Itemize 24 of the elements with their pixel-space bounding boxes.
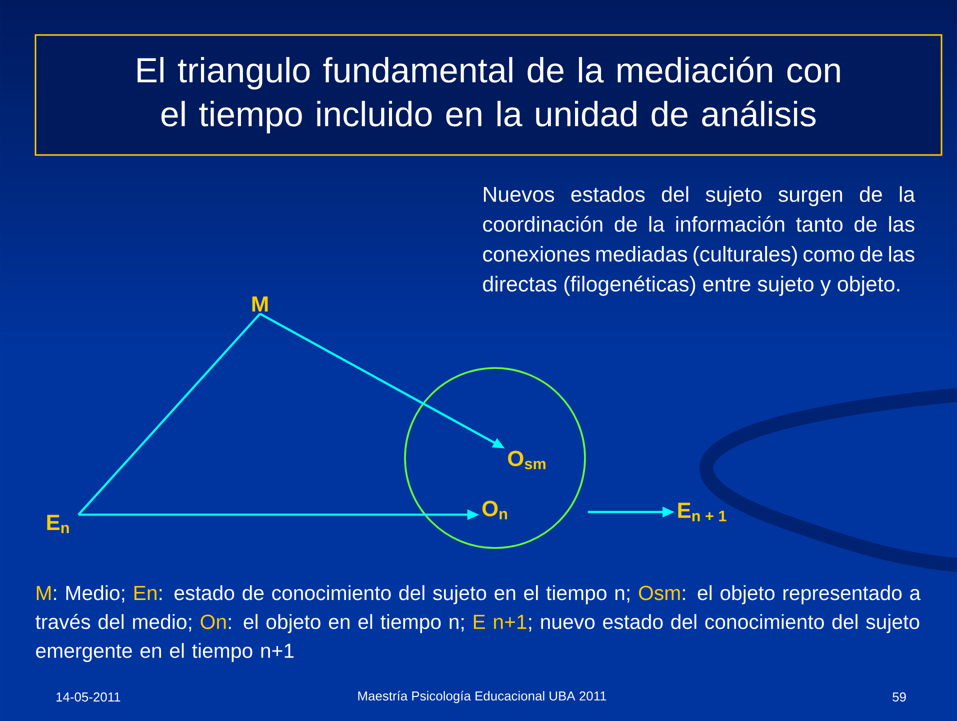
label: emergente en el tiempo n+1	[36, 642, 294, 662]
label: : el objeto en el tiempo n;	[228, 614, 464, 634]
label: E n+1	[474, 614, 526, 629]
node-label: O$_{sm}$	[508, 450, 546, 470]
label: través del medio;	[36, 614, 192, 632]
label: Osm	[638, 586, 680, 600]
glossary-text: M : Medio; En: estado de conocimiento del sujeto en el tiempo n; Osm: el objeto representado a través del medio; On: el objeto en el tiempo n; E n+1; nuevo estado del conocimiento del sujeto emergente en el tiempo n+1	[36, 585, 921, 662]
label: On	[200, 614, 226, 630]
node-label: O$_{n}$	[482, 500, 508, 520]
node-label: E$_{n + 1}$	[678, 502, 726, 522]
node-label: M	[252, 296, 268, 312]
footer-date: 14-05-2011	[56, 692, 120, 702]
title-box: El triangulo fundamental de la mediación con el tiempo incluido en la unidad de análisis	[34, 34, 942, 156]
circle-outline	[404, 367, 586, 549]
label: : el objeto representado a	[682, 585, 921, 604]
page-number: 59	[892, 692, 906, 702]
label: ; nuevo estado del conocimiento del sujeto	[529, 614, 920, 634]
label: En	[134, 586, 156, 600]
description-text: Nuevos estados del sujeto surgen de la coordinación de la información tanto de las conexiones mediadas (culturales) como de las directas (filogenéticas) entre sujeto y objeto.	[483, 186, 916, 296]
label: M	[36, 586, 51, 600]
label: : Medio;	[54, 585, 124, 603]
footer-text: Maestría Psicología Educacional UBA 2011	[358, 690, 606, 704]
node-label: E$_{n}$	[47, 514, 69, 534]
label: : estado de conocimiento del sujeto en el tiempo n;	[160, 585, 630, 604]
